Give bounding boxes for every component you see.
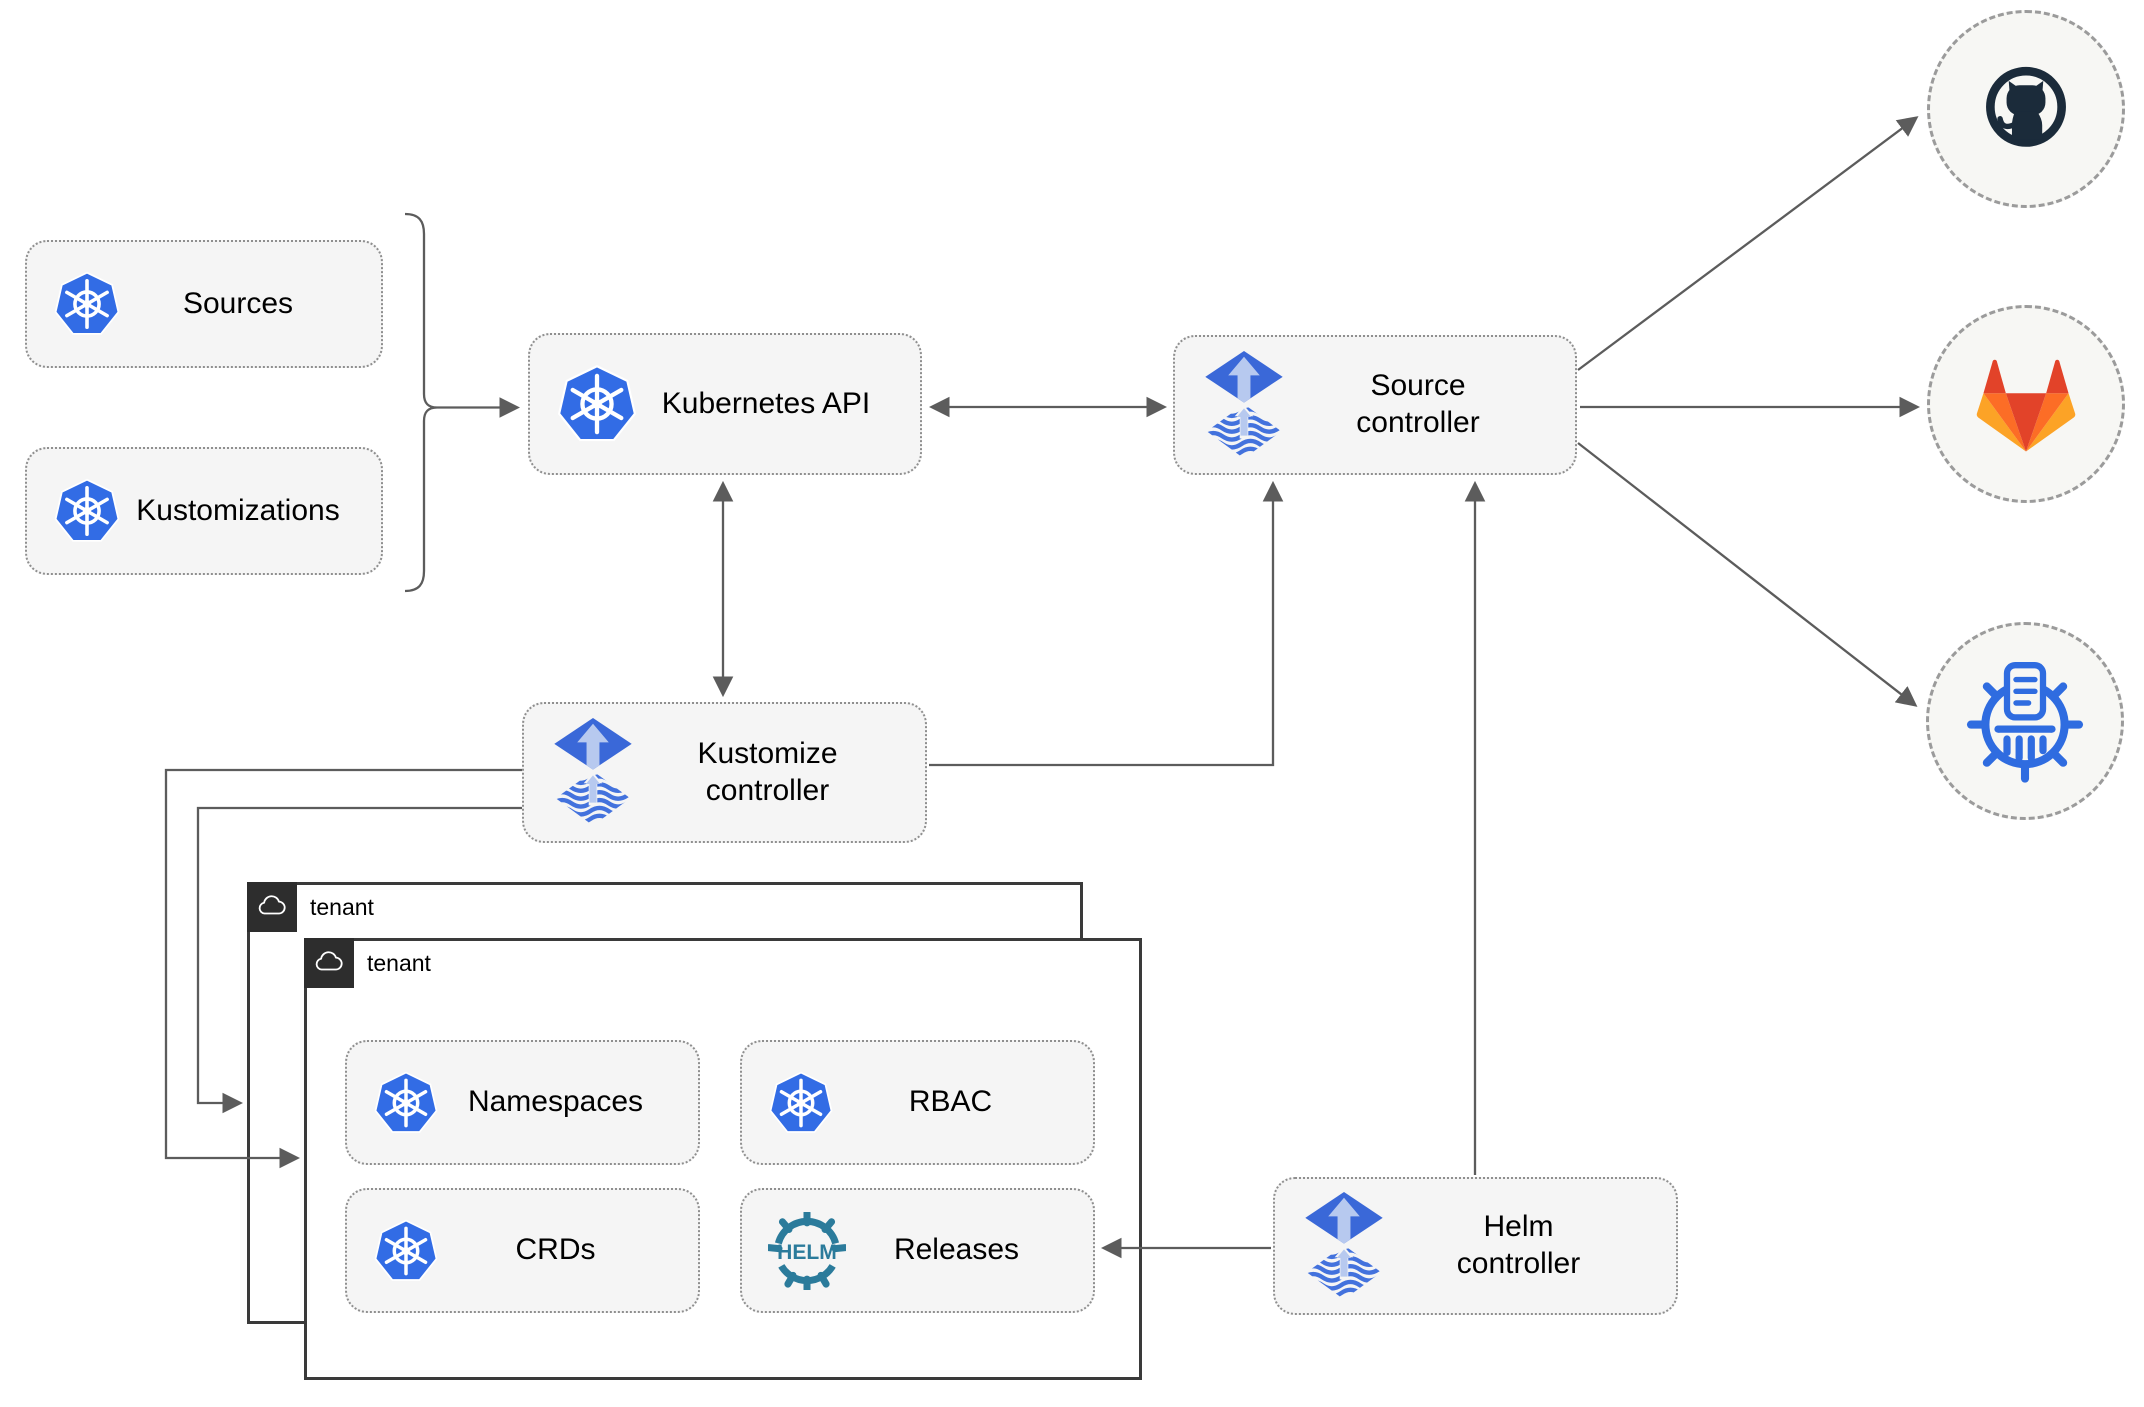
kubernetes-icon: [556, 363, 638, 445]
repo-gitlab: [1927, 305, 2125, 503]
node-kustomizations-label: Kustomizations: [136, 493, 340, 527]
node-kustomize-controller-label: Kustomize controller: [697, 736, 838, 807]
chartmuseum-icon: [1962, 658, 2088, 784]
node-crds-label: CRDs: [515, 1233, 596, 1267]
node-helm-controller: Helm controller: [1273, 1177, 1678, 1315]
kubernetes-icon: [53, 270, 121, 338]
node-releases: Releases: [740, 1188, 1095, 1313]
node-kustomizations: Kustomizations: [25, 447, 383, 575]
tenant-inner-tab: [304, 938, 354, 988]
cloud-icon: [258, 895, 286, 915]
flux-icon: [550, 715, 636, 830]
node-kustomize-controller: Kustomize controller: [522, 702, 927, 843]
node-rbac: RBAC: [740, 1040, 1095, 1165]
gitlab-icon: [1976, 359, 2076, 452]
kubernetes-icon: [53, 477, 121, 545]
edge-kustomize-source: [929, 480, 1284, 767]
helm-icon: [768, 1212, 846, 1290]
flux-icon: [1201, 348, 1287, 463]
node-releases-label: Releases: [893, 1233, 1020, 1267]
node-source-controller: Source controller: [1173, 335, 1577, 475]
node-crds: CRDs: [345, 1188, 700, 1313]
node-rbac-label: RBAC: [908, 1085, 993, 1119]
node-helm-controller-label: Helm controller: [1456, 1210, 1581, 1280]
node-namespaces: Namespaces: [345, 1040, 700, 1165]
node-kubernetes-api: Kubernetes API: [528, 333, 922, 475]
edge-source-github: [1577, 116, 1919, 371]
tenant-outer-label: tenant: [310, 894, 374, 920]
github-icon: [1972, 55, 2080, 163]
repo-helm-repository: [1926, 622, 2124, 820]
node-namespaces-label: Namespaces: [467, 1085, 644, 1119]
kubernetes-icon: [373, 1070, 439, 1136]
cloud-icon: [315, 951, 343, 971]
node-sources: Sources: [25, 240, 383, 368]
edge-brace: [404, 212, 438, 593]
repo-github: [1927, 10, 2125, 208]
node-sources-label: Sources: [182, 286, 294, 320]
kubernetes-icon: [373, 1218, 439, 1284]
flux-icon: [1301, 1189, 1387, 1304]
edge-source-helmrepo: [1577, 442, 1918, 707]
tenant-inner-label: tenant: [367, 950, 431, 976]
node-kubernetes-api-label: Kubernetes API: [661, 386, 871, 420]
node-source-controller-label: Source controller: [1356, 369, 1480, 439]
kubernetes-icon: [768, 1070, 834, 1136]
tenant-outer-tab: [247, 882, 297, 932]
